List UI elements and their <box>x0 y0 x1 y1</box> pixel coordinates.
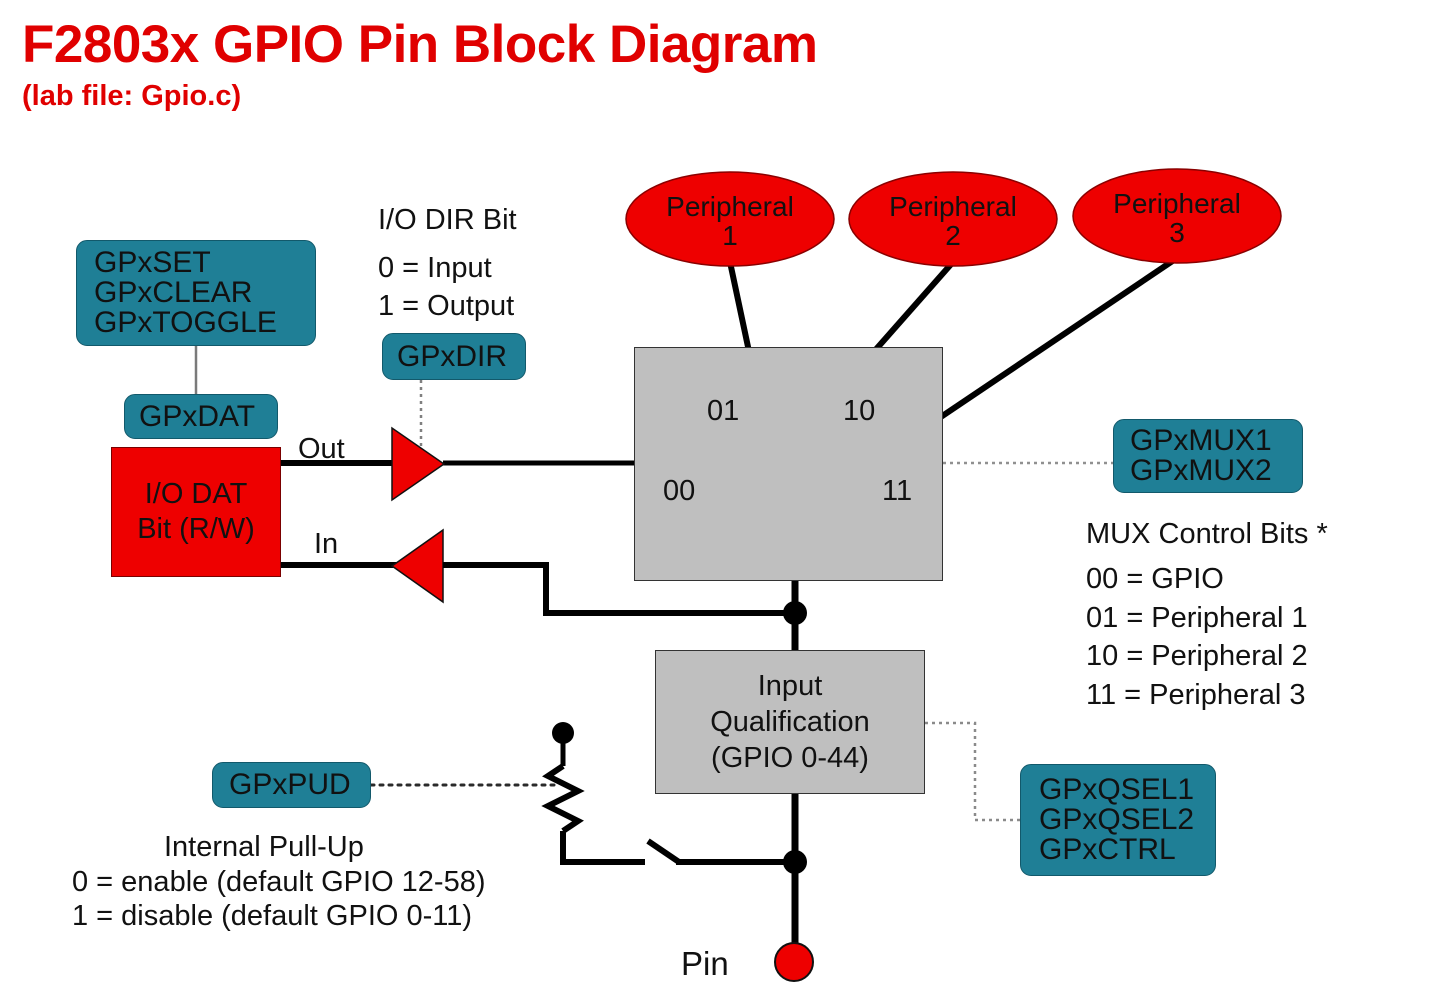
pin-label: Pin <box>681 945 729 982</box>
output-buffer-triangle <box>391 426 446 502</box>
peripheral-2-name: Peripheral <box>889 191 1017 222</box>
mux-code-00: 00 <box>663 475 696 507</box>
register-gpxset-label: GPxSET <box>94 246 211 279</box>
peripheral-3-name: Peripheral <box>1113 188 1241 219</box>
mux-legend-entry-01: 01 = Peripheral 1 <box>1086 602 1308 634</box>
pullup-option-disable: 1 = disable (default GPIO 0-11) <box>72 900 473 932</box>
register-gpxtoggle-label: GPxTOGGLE <box>94 306 277 339</box>
register-set-clear-toggle[interactable]: GPxSET GPxCLEAR GPxTOGGLE <box>76 240 316 346</box>
io-dat-line2: Bit (R/W) <box>137 513 255 545</box>
register-gpxclear-label: GPxCLEAR <box>94 276 253 309</box>
mux-legend-heading: MUX Control Bits * <box>1086 518 1328 550</box>
input-qualification-line1: Input <box>757 669 823 702</box>
peripheral-3-index: 3 <box>1169 217 1185 249</box>
pullup-heading: Internal Pull-Up <box>164 831 364 863</box>
register-gpxqsel2-label: GPxQSEL2 <box>1039 803 1195 836</box>
register-gpxpud[interactable]: GPxPUD <box>212 762 371 808</box>
input-qualification-line2: Qualification <box>710 705 870 738</box>
peripheral-1-ellipse <box>625 171 835 267</box>
pullup-supply-dot <box>552 722 574 744</box>
peripheral-1-index: 1 <box>722 220 738 252</box>
pin-terminal-circle <box>774 942 814 982</box>
wire-qsel-elbow <box>925 721 1020 822</box>
dir-bit-heading: I/O DIR Bit <box>378 204 517 236</box>
register-gpxmux1-label: GPxMUX1 <box>1130 424 1272 457</box>
io-dat-bit-block: I/O DAT Bit (R/W) <box>111 447 281 577</box>
peripheral-3-label: Peripheral 3 <box>1077 189 1277 248</box>
input-qualification-line3: (GPIO 0-44) <box>711 742 869 775</box>
mux-code-11: 11 <box>882 475 913 507</box>
register-gpxdat[interactable]: GPxDAT <box>124 394 278 439</box>
junction-in-trunk <box>783 601 807 625</box>
peripheral-3-ellipse <box>1072 168 1282 264</box>
wire-in-elbow <box>443 562 795 616</box>
page-title: F2803x GPIO Pin Block Diagram <box>22 15 818 74</box>
pullup-option-enable: 0 = enable (default GPIO 12-58) <box>72 866 486 898</box>
mux-box <box>634 347 943 581</box>
register-gpxqsel[interactable]: GPxQSEL1 GPxQSEL2 GPxCTRL <box>1020 764 1216 876</box>
input-buffer-triangle <box>390 528 444 604</box>
peripheral-1-label: Peripheral 1 <box>630 192 830 251</box>
register-gpxqsel1-label: GPxQSEL1 <box>1039 773 1195 806</box>
register-gpxpud-label: GPxPUD <box>229 768 351 801</box>
register-gpxdat-label: GPxDAT <box>139 399 256 433</box>
peripheral-2-label: Peripheral 2 <box>853 192 1053 251</box>
dir-bit-option-output: 1 = Output <box>378 290 515 322</box>
peripheral-2-index: 2 <box>945 220 961 252</box>
peripheral-1-name: Peripheral <box>666 191 794 222</box>
register-gpxmux2-label: GPxMUX2 <box>1130 454 1272 487</box>
mux-legend-entry-00: 00 = GPIO <box>1086 563 1224 595</box>
dir-bit-option-input: 0 = Input <box>378 252 492 284</box>
page-subtitle: (lab file: Gpio.c) <box>22 80 242 112</box>
register-gpxctrl-label: GPxCTRL <box>1039 833 1176 866</box>
mux-code-01: 01 <box>707 395 740 427</box>
io-dat-line1: I/O DAT <box>144 478 248 511</box>
peripheral-2-ellipse <box>848 171 1058 267</box>
out-buffer-label: Out <box>298 433 345 465</box>
in-buffer-label: In <box>314 528 339 560</box>
mux-code-10: 10 <box>843 395 876 427</box>
mux-legend-entry-11: 11 = Peripheral 3 <box>1086 679 1306 711</box>
register-gpxmux[interactable]: GPxMUX1 GPxMUX2 <box>1113 419 1303 493</box>
register-gpxdir-label: GPxDIR <box>397 339 508 373</box>
input-qualification-box: Input Qualification (GPIO 0-44) <box>655 650 925 794</box>
pullup-resistor <box>541 763 585 834</box>
register-gpxdir[interactable]: GPxDIR <box>382 333 526 380</box>
mux-legend-entry-10: 10 = Peripheral 2 <box>1086 640 1308 672</box>
wire-resistor-to-switch <box>560 831 645 865</box>
pullup-switch-blade <box>646 838 681 865</box>
